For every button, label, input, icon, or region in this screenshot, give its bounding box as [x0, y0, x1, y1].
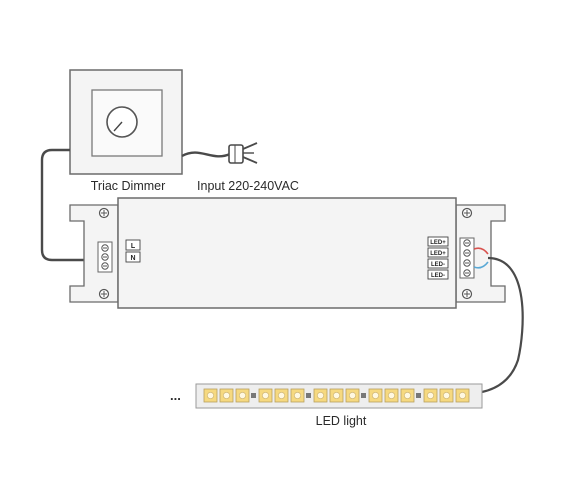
led-chip-lens [207, 391, 215, 399]
led-chip-lens [442, 391, 450, 399]
dimmer-knob-indicator [113, 121, 123, 132]
dimmer-output-cable [40, 148, 92, 262]
input-voltage-label: Input 220-240VAC [197, 179, 299, 193]
wire-led-plus [473, 247, 489, 255]
terminal-label-led-minus-2: LED- [431, 273, 445, 279]
triac-dimmer [69, 69, 183, 175]
driver-case [117, 197, 457, 309]
terminal-label-box-led-minus-2 [427, 269, 449, 280]
terminal-label-led-minus-1: LED- [431, 262, 445, 268]
terminal-screw-icon [101, 253, 109, 261]
terminal-label-box-led-plus-2 [427, 247, 449, 258]
terminal-label-led-plus-1: LED+ [430, 240, 446, 246]
terminal-screw-icon [463, 239, 471, 247]
led-chip-lens [426, 391, 434, 399]
terminal-label-n: N [130, 255, 135, 262]
terminal-label-box-n [125, 251, 141, 263]
led-chip-lens [293, 391, 301, 399]
terminal-label-box-l [125, 239, 141, 251]
screw-top-right-icon [461, 207, 473, 219]
terminal-screw-icon [463, 249, 471, 257]
screw-bottom-left-icon [98, 288, 110, 300]
led-chips [203, 388, 470, 403]
terminal-screw-icon [101, 262, 109, 270]
mains-plug-icon [228, 142, 258, 164]
strip-continuation-ellipsis: ... [170, 388, 181, 403]
led-chip-lens [277, 391, 285, 399]
led-driver: L N LED+ LED+ LED- LED- [69, 197, 506, 309]
screw-top-left-icon [98, 207, 110, 219]
strip-resistor [416, 393, 421, 398]
screw-bottom-right-icon [461, 288, 473, 300]
terminal-screw-icon [463, 259, 471, 267]
led-chip-lens [371, 391, 379, 399]
led-chip-lens [223, 391, 231, 399]
led-chip-lens [403, 391, 411, 399]
output-terminal-block [459, 237, 475, 279]
terminal-label-box-led-plus-1 [427, 236, 449, 247]
led-output-cable [481, 256, 524, 394]
terminal-screw-icon [463, 269, 471, 277]
terminal-screw-icon [101, 244, 109, 252]
strip-resistor [361, 393, 366, 398]
terminal-label-box-led-minus-1 [427, 258, 449, 269]
terminal-label-led-plus-2: LED+ [430, 251, 446, 257]
wire-led-minus [473, 261, 489, 269]
strip-resistor [306, 393, 311, 398]
input-cable [181, 151, 231, 158]
terminal-label-l: L [131, 243, 136, 250]
led-chip-lens [458, 391, 466, 399]
dimmer-label: Triac Dimmer [91, 179, 166, 193]
led-light-label: LED light [316, 414, 367, 428]
strip-resistor [251, 393, 256, 398]
led-chip-lens [261, 391, 269, 399]
led-chip-lens [332, 391, 340, 399]
led-chip-lens [348, 391, 356, 399]
led-chip-lens [316, 391, 324, 399]
led-chip-lens [387, 391, 395, 399]
led-chip-lens [239, 391, 247, 399]
